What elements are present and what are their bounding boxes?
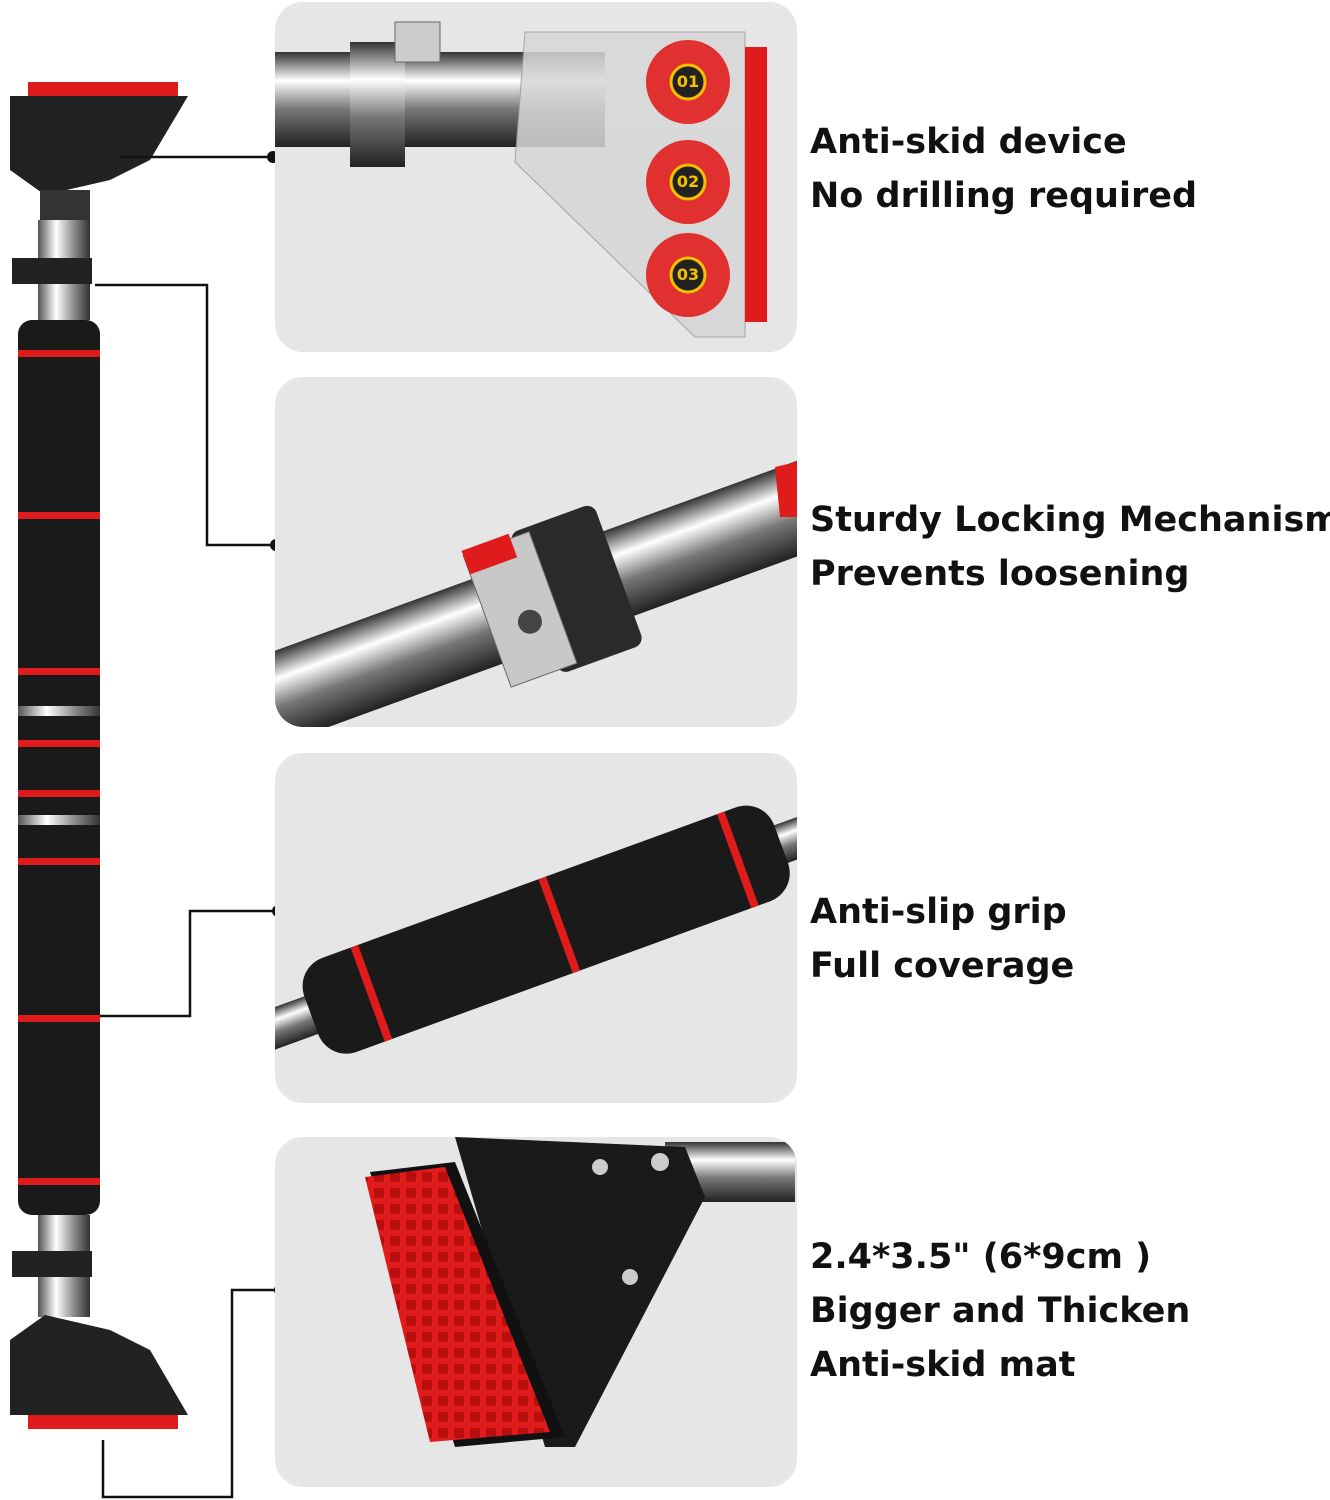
caption-locking-mechanism: Sturdy Locking Mechanism Prevents loosen…: [810, 493, 1330, 601]
caption-anti-skid-mat: 2.4*3.5" (6*9cm ) Bigger and Thicken Ant…: [810, 1230, 1190, 1392]
anti-slip-grip-image: [275, 805, 797, 1055]
locking-mechanism-image: [275, 445, 797, 727]
gear-badges: [646, 40, 730, 317]
pull-up-bar-illustration: [10, 82, 188, 1429]
badge-03: 03: [676, 265, 700, 284]
anti-skid-mat-image: [365, 1137, 795, 1447]
caption-line: Sturdy Locking Mechanism: [810, 500, 1330, 540]
badge-02: 02: [676, 172, 700, 191]
feature-panel-anti-skid-device: 01 02 03: [275, 2, 797, 352]
caption-line: 2.4*3.5" (6*9cm ): [810, 1237, 1152, 1277]
feature-panel-locking-mechanism: [275, 377, 797, 727]
caption-line: Anti-skid device: [810, 122, 1127, 162]
badge-01: 01: [676, 72, 700, 91]
caption-anti-skid-device: Anti-skid device No drilling required: [810, 115, 1197, 223]
anti-skid-device-image: [275, 21, 767, 338]
caption-anti-slip-grip: Anti-slip grip Full coverage: [810, 885, 1074, 993]
feature-panel-anti-skid-mat: [275, 1137, 797, 1487]
caption-line: Anti-slip grip: [810, 892, 1067, 932]
feature-panel-anti-slip-grip: [275, 753, 797, 1103]
caption-line: Full coverage: [810, 946, 1075, 986]
connector-lines: [95, 151, 286, 1499]
caption-line: Prevents loosening: [810, 554, 1190, 594]
caption-line: No drilling required: [810, 176, 1197, 216]
caption-line: Bigger and Thicken: [810, 1291, 1191, 1331]
caption-line: Anti-skid mat: [810, 1345, 1076, 1385]
